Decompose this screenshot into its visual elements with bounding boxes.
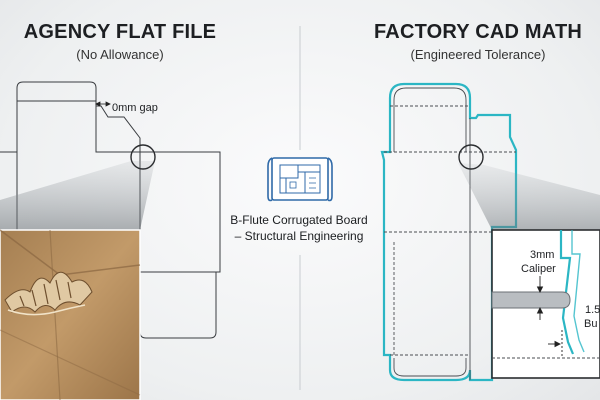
right-zoom-cone xyxy=(458,163,600,230)
right-subtitle: (Engineered Tolerance) xyxy=(410,47,546,62)
right-heading: FACTORY CAD MATH (Engineered Tolerance) xyxy=(372,21,584,62)
gap-callout xyxy=(95,101,111,107)
right-title: FACTORY CAD MATH xyxy=(373,21,582,43)
top-tuck-flap xyxy=(16,81,97,101)
left-subtitle: (No Allowance) xyxy=(76,47,164,62)
blueprint-icon xyxy=(267,157,333,202)
torn-cardboard-photo xyxy=(0,229,141,400)
left-title: AGENCY FLAT FILE xyxy=(23,21,217,43)
left-zoom-cone xyxy=(0,161,155,230)
left-heading: AGENCY FLAT FILE (No Allowance) xyxy=(20,21,220,62)
caliper-detail-panel xyxy=(491,229,600,379)
right-magnifier-circle xyxy=(458,144,484,170)
caliper-label-1: 3mm xyxy=(530,249,554,261)
bump-label-1: 1.5 xyxy=(585,304,600,316)
center-caption-line1: B-Flute Corrugated Board xyxy=(230,213,368,227)
bump-label-2: Bu xyxy=(584,318,597,330)
center-caption: B-Flute Corrugated Board – Structural En… xyxy=(208,212,390,244)
caliper-label-2: Caliper xyxy=(521,263,556,275)
gap-label: 0mm gap xyxy=(112,102,158,114)
center-caption-line2: – Structural Engineering xyxy=(234,229,364,243)
left-magnifier-circle xyxy=(130,144,156,170)
